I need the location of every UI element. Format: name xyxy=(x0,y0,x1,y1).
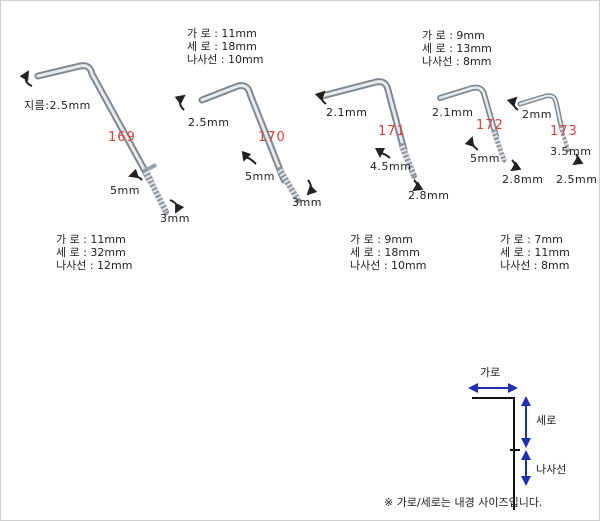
hook-172-thickness-label: 2.1mm xyxy=(432,106,474,119)
hook-172-number: 172 xyxy=(476,118,504,133)
spec-height: 세 로 : 11mm xyxy=(500,246,570,259)
hook-173-thickness-label: 2mm xyxy=(522,108,552,121)
spec-width: 가 로 : 9mm xyxy=(350,233,413,246)
spec-width: 가 로 : 11mm xyxy=(56,233,126,246)
hook-169-thickness-label: 지름:2.5mm xyxy=(24,99,91,112)
hook-173-specs: 가 로 : 7mm 세 로 : 11mm 나사선 : 8mm xyxy=(500,233,570,272)
spec-width: 가 로 : 7mm xyxy=(500,233,563,246)
spec-height: 세 로 : 13mm xyxy=(422,42,492,55)
hook-170 xyxy=(174,82,318,203)
hook-172-shank-label: 5mm xyxy=(470,152,500,165)
hook-171-number: 171 xyxy=(378,124,406,139)
hook-171 xyxy=(314,78,424,192)
spec-thread: 나사선 : 8mm xyxy=(422,55,492,68)
spec-height: 세 로 : 18mm xyxy=(187,40,257,53)
hook-169-number: 169 xyxy=(108,130,136,145)
hook-170-specs: 가 로 : 11mm 세 로 : 18mm 나사선 : 10mm xyxy=(187,27,264,66)
spec-width: 가 로 : 11mm xyxy=(187,27,257,40)
hook-171-thread-label: 2.8mm xyxy=(408,189,450,202)
hook-171-shank-label: 4.5mm xyxy=(370,160,412,173)
hook-170-thread-label: 3mm xyxy=(292,196,322,209)
hook-169 xyxy=(19,62,185,215)
spec-thread: 나사선 : 10mm xyxy=(350,259,427,272)
legend-note: ※ 가로/세로는 내경 사이즈입니다. xyxy=(384,496,543,509)
hook-171-specs: 가 로 : 9mm 세 로 : 18mm 나사선 : 10mm xyxy=(350,233,427,272)
hook-173 xyxy=(506,93,584,166)
hook-169-thread-label: 3mm xyxy=(160,212,190,225)
hook-172 xyxy=(437,84,522,172)
spec-thread: 나사선 : 8mm xyxy=(500,259,570,272)
hook-171-thickness-label: 2.1mm xyxy=(326,106,368,119)
hook-170-thickness-label: 2.5mm xyxy=(188,116,230,129)
spec-thread: 나사선 : 10mm xyxy=(187,53,264,66)
spec-width: 가 로 : 9mm xyxy=(422,29,485,42)
legend-diagram xyxy=(468,383,531,510)
hook-172-specs: 가 로 : 9mm 세 로 : 13mm 나사선 : 8mm xyxy=(422,29,492,68)
hook-169-specs: 가 로 : 11mm 세 로 : 32mm 나사선 : 12mm xyxy=(56,233,133,272)
hook-173-number: 173 xyxy=(550,124,578,139)
legend-thread-label: 나사선 xyxy=(536,463,567,476)
hook-170-number: 170 xyxy=(258,130,286,145)
legend-width-label: 가로 xyxy=(480,366,501,379)
spec-height: 세 로 : 32mm xyxy=(56,246,126,259)
spec-height: 세 로 : 18mm xyxy=(350,246,420,259)
hook-172-thread-label: 2.8mm xyxy=(502,173,544,186)
spec-thread: 나사선 : 12mm xyxy=(56,259,133,272)
hook-173-thread-label: 2.5mm xyxy=(556,173,598,186)
hook-170-shank-label: 5mm xyxy=(245,170,275,183)
hook-173-shank-label: 3.5mm xyxy=(550,145,592,158)
legend-height-label: 세로 xyxy=(536,414,557,427)
hook-169-shank-label: 5mm xyxy=(110,184,140,197)
